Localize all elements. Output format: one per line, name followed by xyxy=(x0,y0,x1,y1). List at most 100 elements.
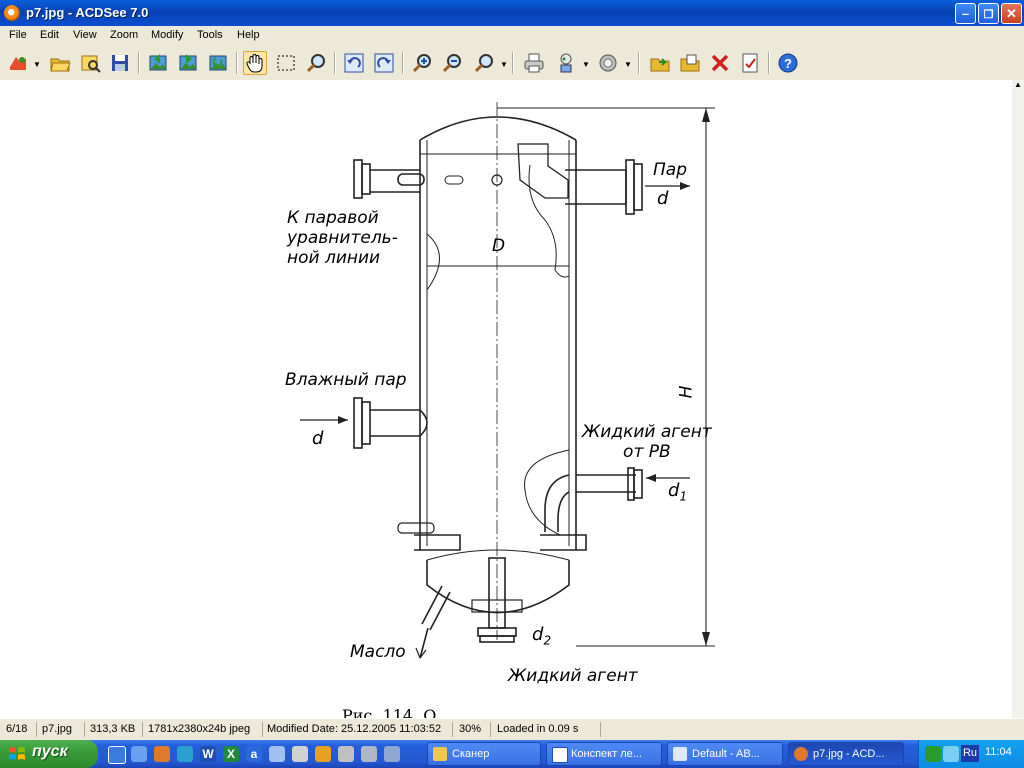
vertical-scrollbar[interactable]: ▲ xyxy=(1012,80,1024,718)
status-filesize: 313,3 KB xyxy=(90,723,136,735)
magnifier-icon[interactable] xyxy=(304,51,328,75)
menu-edit[interactable]: Edit xyxy=(40,29,59,41)
task-label: p7.jpg - ACD... xyxy=(813,748,885,760)
app-quick-icon-2[interactable] xyxy=(315,746,331,762)
status-loaded: Loaded in 0.09 s xyxy=(497,723,579,735)
zoom-menu-icon[interactable] xyxy=(472,51,496,75)
app-quick-icon-3[interactable] xyxy=(338,746,354,762)
excel-icon[interactable]: X xyxy=(223,746,239,762)
label-to-balance-line: К паравой уравнитель- ной линии xyxy=(287,208,398,268)
task-konspekt[interactable]: Конспект ле... xyxy=(546,742,662,766)
effects-icon[interactable] xyxy=(596,51,620,75)
label-line-2: уравнитель- xyxy=(287,228,398,248)
abbyy-icon[interactable]: a xyxy=(246,746,262,762)
system-tray: Ru 11:04 xyxy=(918,740,1024,768)
scanner-quick-icon[interactable] xyxy=(269,746,285,762)
task-scanner[interactable]: Сканер xyxy=(427,742,541,766)
word-icon[interactable]: W xyxy=(200,746,216,762)
delete-icon[interactable] xyxy=(708,51,732,75)
toolbar: ▼ ▼ ▼ ▼ ? xyxy=(0,46,1024,81)
status-filename: p7.jpg xyxy=(42,723,72,735)
minimize-icon: – xyxy=(961,6,970,21)
show-desktop-icon[interactable] xyxy=(108,746,126,764)
previous-image-icon[interactable] xyxy=(146,51,170,75)
title-bar[interactable]: p7.jpg - ACDSee 7.0 – ❐ ✕ xyxy=(0,0,1024,26)
task-acdsee[interactable]: p7.jpg - ACD... xyxy=(788,742,904,766)
label-d1-main: d xyxy=(668,480,680,501)
scroll-up-icon[interactable]: ▲ xyxy=(1014,80,1022,89)
status-zoom: 30% xyxy=(459,723,482,735)
save-icon[interactable] xyxy=(108,51,132,75)
open-folder-icon[interactable] xyxy=(48,51,72,75)
menu-file[interactable]: File xyxy=(9,29,27,41)
tray-icon-1[interactable] xyxy=(925,746,941,762)
zoom-in-icon[interactable] xyxy=(410,51,434,75)
network-icon[interactable] xyxy=(177,746,193,762)
share-icon[interactable] xyxy=(554,51,578,75)
image-viewer[interactable]: Пар d К паравой уравнитель- ной линии D … xyxy=(0,80,1024,718)
taskbar: пуск W X a Сканер Конспект ле... Default… xyxy=(0,740,1024,768)
share-dropdown-icon[interactable]: ▼ xyxy=(582,60,590,69)
acquire-dropdown-icon[interactable]: ▼ xyxy=(33,60,41,69)
label-d-right: d xyxy=(657,188,669,209)
acdsee-app-icon[interactable] xyxy=(4,5,20,21)
word-doc-icon xyxy=(552,747,568,763)
ie-icon[interactable] xyxy=(131,746,147,762)
window-title: p7.jpg - ACDSee 7.0 xyxy=(26,5,149,20)
language-indicator[interactable]: Ru xyxy=(961,745,979,762)
status-bar: 6/18 p7.jpg 313,3 KB 1781x2380x24b jpeg … xyxy=(0,718,1024,741)
browse-icon[interactable] xyxy=(78,51,102,75)
label-liquid-bottom: Жидкий агент xyxy=(508,666,638,686)
maximize-button[interactable]: ❐ xyxy=(978,3,999,24)
clock: 11:04 xyxy=(985,746,1012,758)
label-line-1: К паравой xyxy=(287,208,379,228)
acquire-icon[interactable] xyxy=(6,51,30,75)
menu-help[interactable]: Help xyxy=(237,29,260,41)
auto-advance-icon[interactable] xyxy=(206,51,230,75)
select-rect-icon[interactable] xyxy=(274,51,298,75)
acdsee-quick-icon[interactable] xyxy=(154,746,170,762)
move-to-icon[interactable] xyxy=(648,51,672,75)
start-button[interactable]: пуск xyxy=(0,740,98,768)
hand-pan-icon[interactable] xyxy=(243,51,267,75)
effects-dropdown-icon[interactable]: ▼ xyxy=(624,60,632,69)
acdsee-icon xyxy=(794,747,808,761)
next-image-icon[interactable] xyxy=(176,51,200,75)
copy-to-icon[interactable] xyxy=(678,51,702,75)
menu-zoom[interactable]: Zoom xyxy=(110,29,139,41)
app-quick-icon-5[interactable] xyxy=(384,746,400,762)
close-button[interactable]: ✕ xyxy=(1001,3,1022,24)
status-modified: Modified Date: 25.12.2005 11:03:52 xyxy=(267,723,442,735)
folder-icon xyxy=(433,747,447,761)
label-d2: d2 xyxy=(532,624,551,648)
zoom-out-icon[interactable] xyxy=(440,51,464,75)
app-quick-icon-4[interactable] xyxy=(361,746,377,762)
rotate-left-icon[interactable] xyxy=(342,51,366,75)
task-default[interactable]: Default - AB... xyxy=(667,742,783,766)
label-height: H xyxy=(676,385,697,399)
properties-icon[interactable] xyxy=(738,51,762,75)
print-icon[interactable] xyxy=(522,51,546,75)
restore-icon: ❐ xyxy=(983,9,994,21)
tray-icon-2[interactable] xyxy=(943,746,959,762)
menu-bar: File Edit View Zoom Modify Tools Help xyxy=(0,26,1024,46)
label-d1: d1 xyxy=(668,480,687,504)
label-d2-sub: 2 xyxy=(543,633,552,648)
task-label: Default - AB... xyxy=(692,748,760,760)
label-wet-steam: Влажный пар xyxy=(285,370,407,390)
rotate-right-icon[interactable] xyxy=(372,51,396,75)
minimize-button[interactable]: – xyxy=(955,3,976,24)
label-liquid-2: от РВ xyxy=(623,442,671,462)
label-line-3: ной линии xyxy=(287,248,381,268)
svg-text:?: ? xyxy=(784,56,792,71)
menu-tools[interactable]: Tools xyxy=(197,29,223,41)
document-icon xyxy=(673,747,687,761)
close-icon: ✕ xyxy=(1006,6,1017,21)
help-icon[interactable]: ? xyxy=(776,51,800,75)
zoom-dropdown-icon[interactable]: ▼ xyxy=(500,60,508,69)
app-quick-icon-1[interactable] xyxy=(292,746,308,762)
label-oil: Масло xyxy=(350,642,406,662)
label-liquid-from-rv: Жидкий агент от РВ xyxy=(582,422,712,462)
menu-modify[interactable]: Modify xyxy=(151,29,184,41)
menu-view[interactable]: View xyxy=(73,29,97,41)
